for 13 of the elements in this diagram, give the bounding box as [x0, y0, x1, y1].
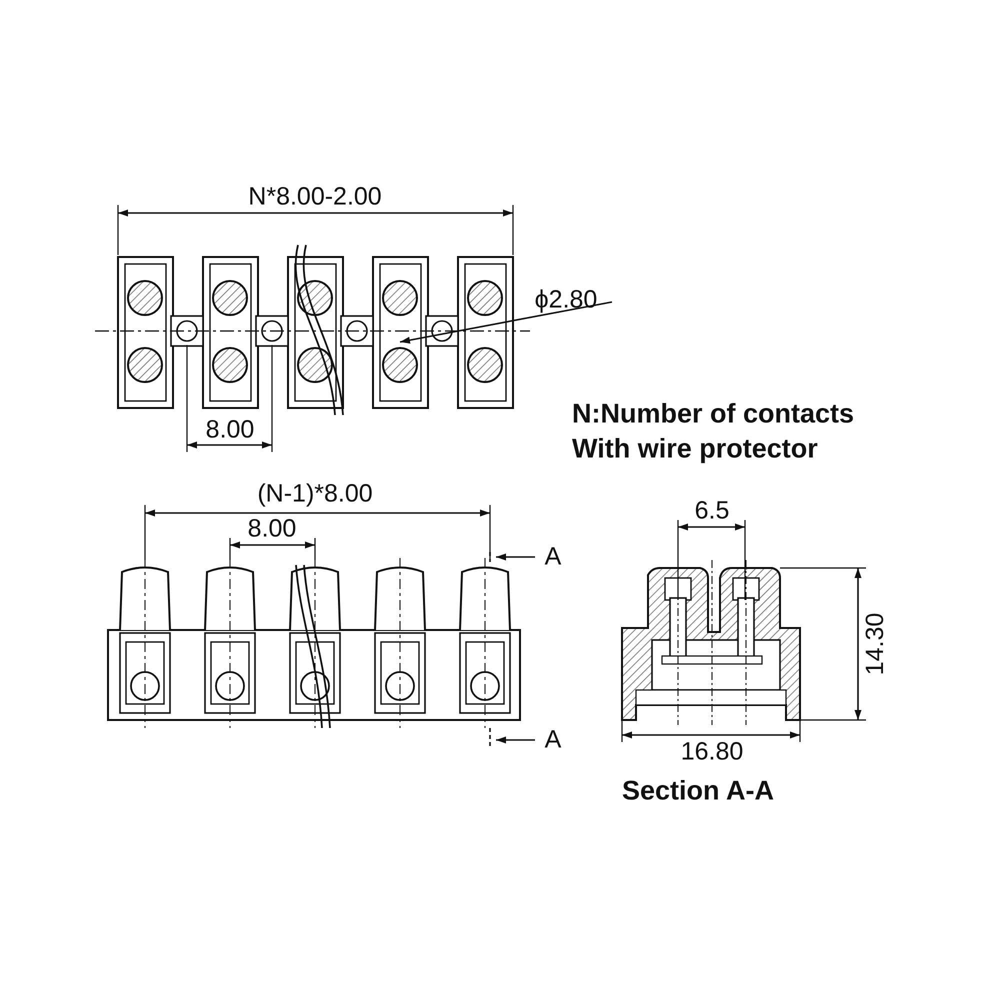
section-mark-label: A — [544, 544, 562, 570]
note-text: N:Number of contacts — [572, 400, 854, 428]
dimension-label: 8.00 — [206, 418, 254, 442]
dimension-label: (N-1)*8.00 — [257, 482, 373, 506]
dimension-label: 16.80 — [680, 740, 744, 764]
dimension-label: 8.00 — [248, 516, 296, 542]
dimension-label: 14.30 — [862, 612, 888, 676]
dimension-label: ϕ2.80 — [534, 288, 598, 312]
dimension-label: N*8.00-2.00 — [248, 184, 382, 210]
section-mark-label: A — [544, 728, 562, 752]
note-text: With wire protector — [572, 436, 818, 462]
section-caption: Section A-A — [622, 778, 774, 804]
dimension-label: 6.5 — [694, 498, 730, 524]
